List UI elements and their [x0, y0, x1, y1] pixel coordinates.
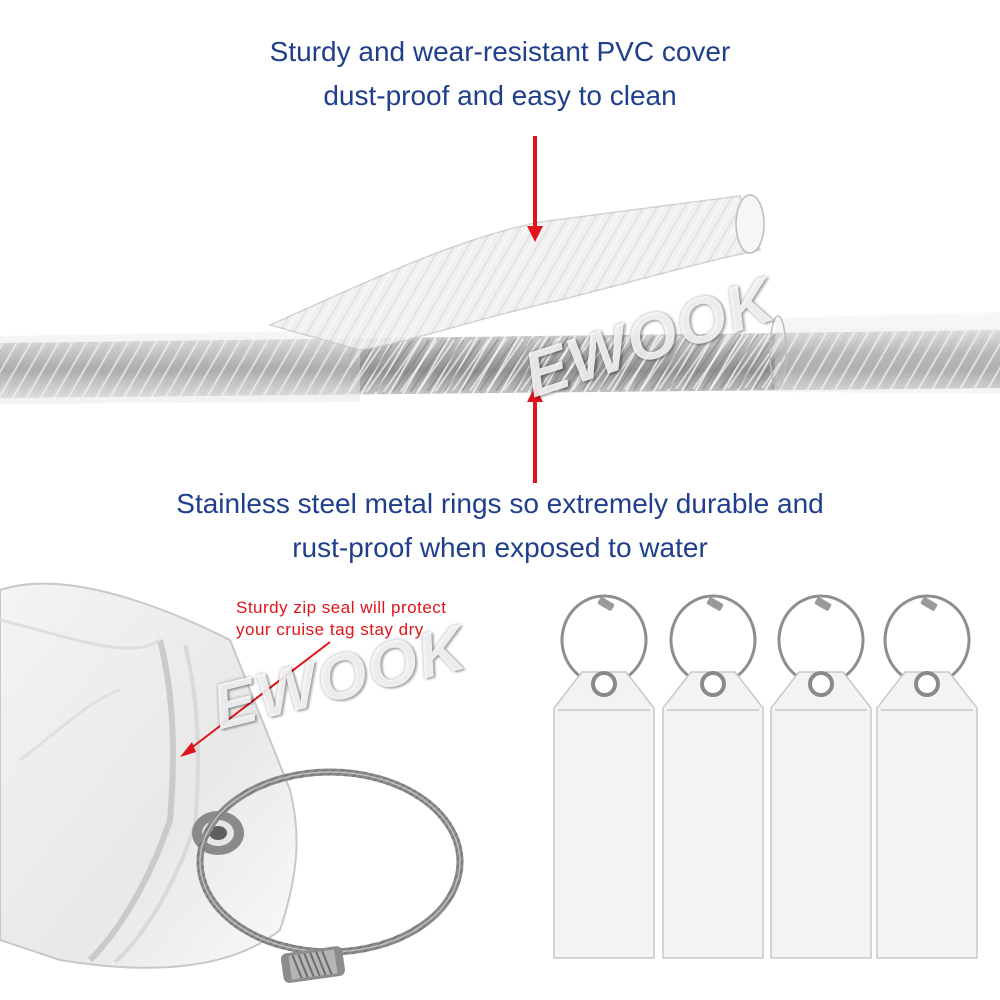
pvc-cover-right: [769, 312, 1000, 394]
peeled-pvc-cover: [267, 194, 765, 351]
tag-product-3: [770, 594, 872, 959]
pvc-cover-left: [0, 330, 360, 404]
zip-seal-line1: Sturdy zip seal will protect: [236, 598, 447, 617]
caption-steel-line2: rust-proof when exposed to water: [292, 532, 708, 563]
caption-pvc-cover: Sturdy and wear-resistant PVC cover dust…: [0, 30, 1000, 118]
screw-lock-icon: [280, 946, 345, 983]
zip-seal-callout: Sturdy zip seal will protect your cruise…: [236, 597, 447, 641]
caption-pvc-line1: Sturdy and wear-resistant PVC cover: [269, 36, 731, 67]
tag-product-2: [662, 594, 764, 959]
closeup-tag-bag: [0, 582, 298, 969]
arrow-up-icon: [527, 386, 543, 483]
caption-steel-line1: Stainless steel metal rings so extremely…: [176, 488, 824, 519]
tag-product-4: [876, 594, 978, 959]
arrow-down-icon: [527, 136, 543, 242]
callout-arrow-icon: [180, 641, 331, 757]
caption-steel-rings: Stainless steel metal rings so extremely…: [0, 482, 1000, 570]
caption-pvc-line2: dust-proof and easy to clean: [323, 80, 677, 111]
tag-product-1: [553, 594, 655, 959]
zip-seal-line2: your cruise tag stay dry: [236, 620, 424, 639]
